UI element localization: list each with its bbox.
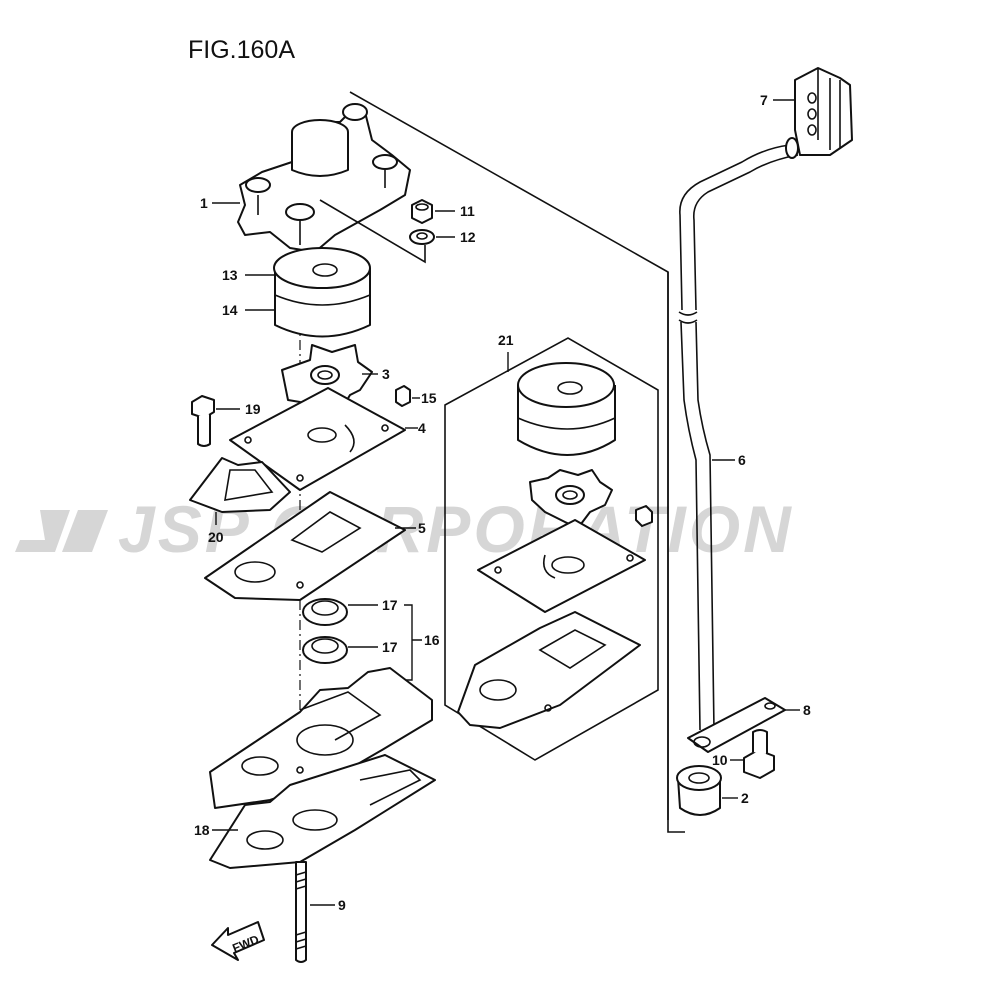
- tube-clamp: [687, 697, 786, 753]
- callout-10: 10: [712, 752, 728, 768]
- callout-13: 13: [222, 267, 238, 283]
- callout-16: 16: [424, 632, 440, 648]
- hose-grommet: [794, 67, 853, 156]
- callout-17-lower: 17: [382, 639, 398, 655]
- oil-seal-lower: [302, 636, 348, 664]
- pump-plate: [229, 387, 406, 491]
- callout-4: 4: [418, 420, 426, 436]
- forward-arrow-icon: FWD: [211, 921, 265, 961]
- kit-gasket: [457, 611, 641, 729]
- callout-15: 15: [421, 390, 437, 406]
- impeller-key: [395, 385, 411, 407]
- kit-frame: [444, 337, 659, 761]
- gasket-20: [189, 457, 291, 513]
- callout-1: 1: [200, 195, 208, 211]
- callout-18: 18: [194, 822, 210, 838]
- gasket-5: [204, 491, 406, 601]
- kit-impeller: [529, 469, 613, 529]
- callout-8: 8: [803, 702, 811, 718]
- callout-14: 14: [222, 302, 238, 318]
- oil-seal-upper: [302, 598, 348, 626]
- bolt-10: [743, 729, 775, 779]
- washer: [409, 229, 435, 245]
- callout-9: 9: [338, 897, 346, 913]
- callout-6: 6: [738, 452, 746, 468]
- callout-19: 19: [245, 401, 261, 417]
- bolt-19: [191, 395, 215, 447]
- callout-3: 3: [382, 366, 390, 382]
- gasket-18: [209, 754, 436, 869]
- rubber-seal: [676, 765, 722, 816]
- callout-20: 20: [208, 529, 224, 545]
- kit-insert: [517, 362, 616, 456]
- water-tube: [678, 137, 799, 731]
- kit-plate: [477, 519, 646, 613]
- pump-case: [237, 103, 426, 264]
- callout-11: 11: [460, 203, 475, 219]
- callout-5: 5: [418, 520, 426, 536]
- kit-key: [635, 505, 653, 527]
- stud-bolt: [295, 861, 307, 963]
- callout-17-upper: 17: [382, 597, 398, 613]
- callout-7: 7: [760, 92, 768, 108]
- pump-insert: [273, 247, 371, 338]
- callout-21: 21: [498, 332, 514, 348]
- callout-12: 12: [460, 229, 476, 245]
- figure-title: FIG.160A: [188, 36, 295, 64]
- callout-2: 2: [741, 790, 749, 806]
- nut: [411, 199, 433, 224]
